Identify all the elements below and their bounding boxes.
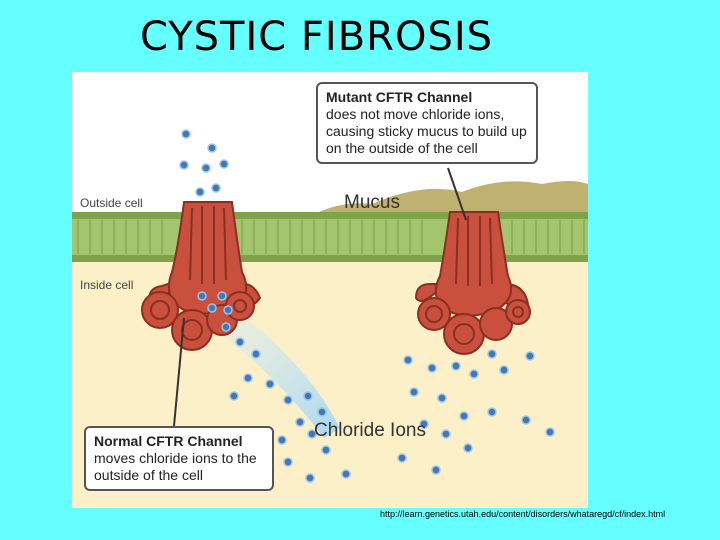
mutant-callout-heading: Mutant CFTR Channel	[326, 89, 473, 105]
normal-callout-heading: Normal CFTR Channel	[94, 433, 243, 449]
mutant-callout-body: does not move chloride ions, causing sti…	[326, 106, 527, 156]
normal-callout-pointer	[173, 317, 185, 427]
cftr-diagram: Outside cell Inside cell Mucus Chloride …	[72, 72, 588, 508]
mutant-cftr-callout: Mutant CFTR Channel does not move chlori…	[316, 82, 538, 164]
normal-callout-body: moves chloride ions to the outside of th…	[94, 450, 257, 483]
chloride-ions	[179, 129, 555, 483]
outside-cell-label: Outside cell	[80, 196, 143, 210]
membrane-heads	[72, 212, 588, 262]
mutant-cftr-channel	[414, 211, 531, 355]
source-url: http://learn.genetics.utah.edu/content/d…	[380, 509, 666, 519]
normal-cftr-callout: Normal CFTR Channel moves chloride ions …	[84, 426, 274, 491]
membrane-tails	[77, 220, 585, 254]
ion-flow-arrow	[222, 320, 340, 438]
mutant-callout-pointer	[447, 167, 467, 221]
mucus-label: Mucus	[344, 192, 400, 213]
chloride-ions-label: Chloride Ions	[314, 420, 426, 441]
slide-title: CYSTIC FIBROSIS	[140, 14, 494, 60]
inside-cell-label: Inside cell	[80, 278, 134, 292]
